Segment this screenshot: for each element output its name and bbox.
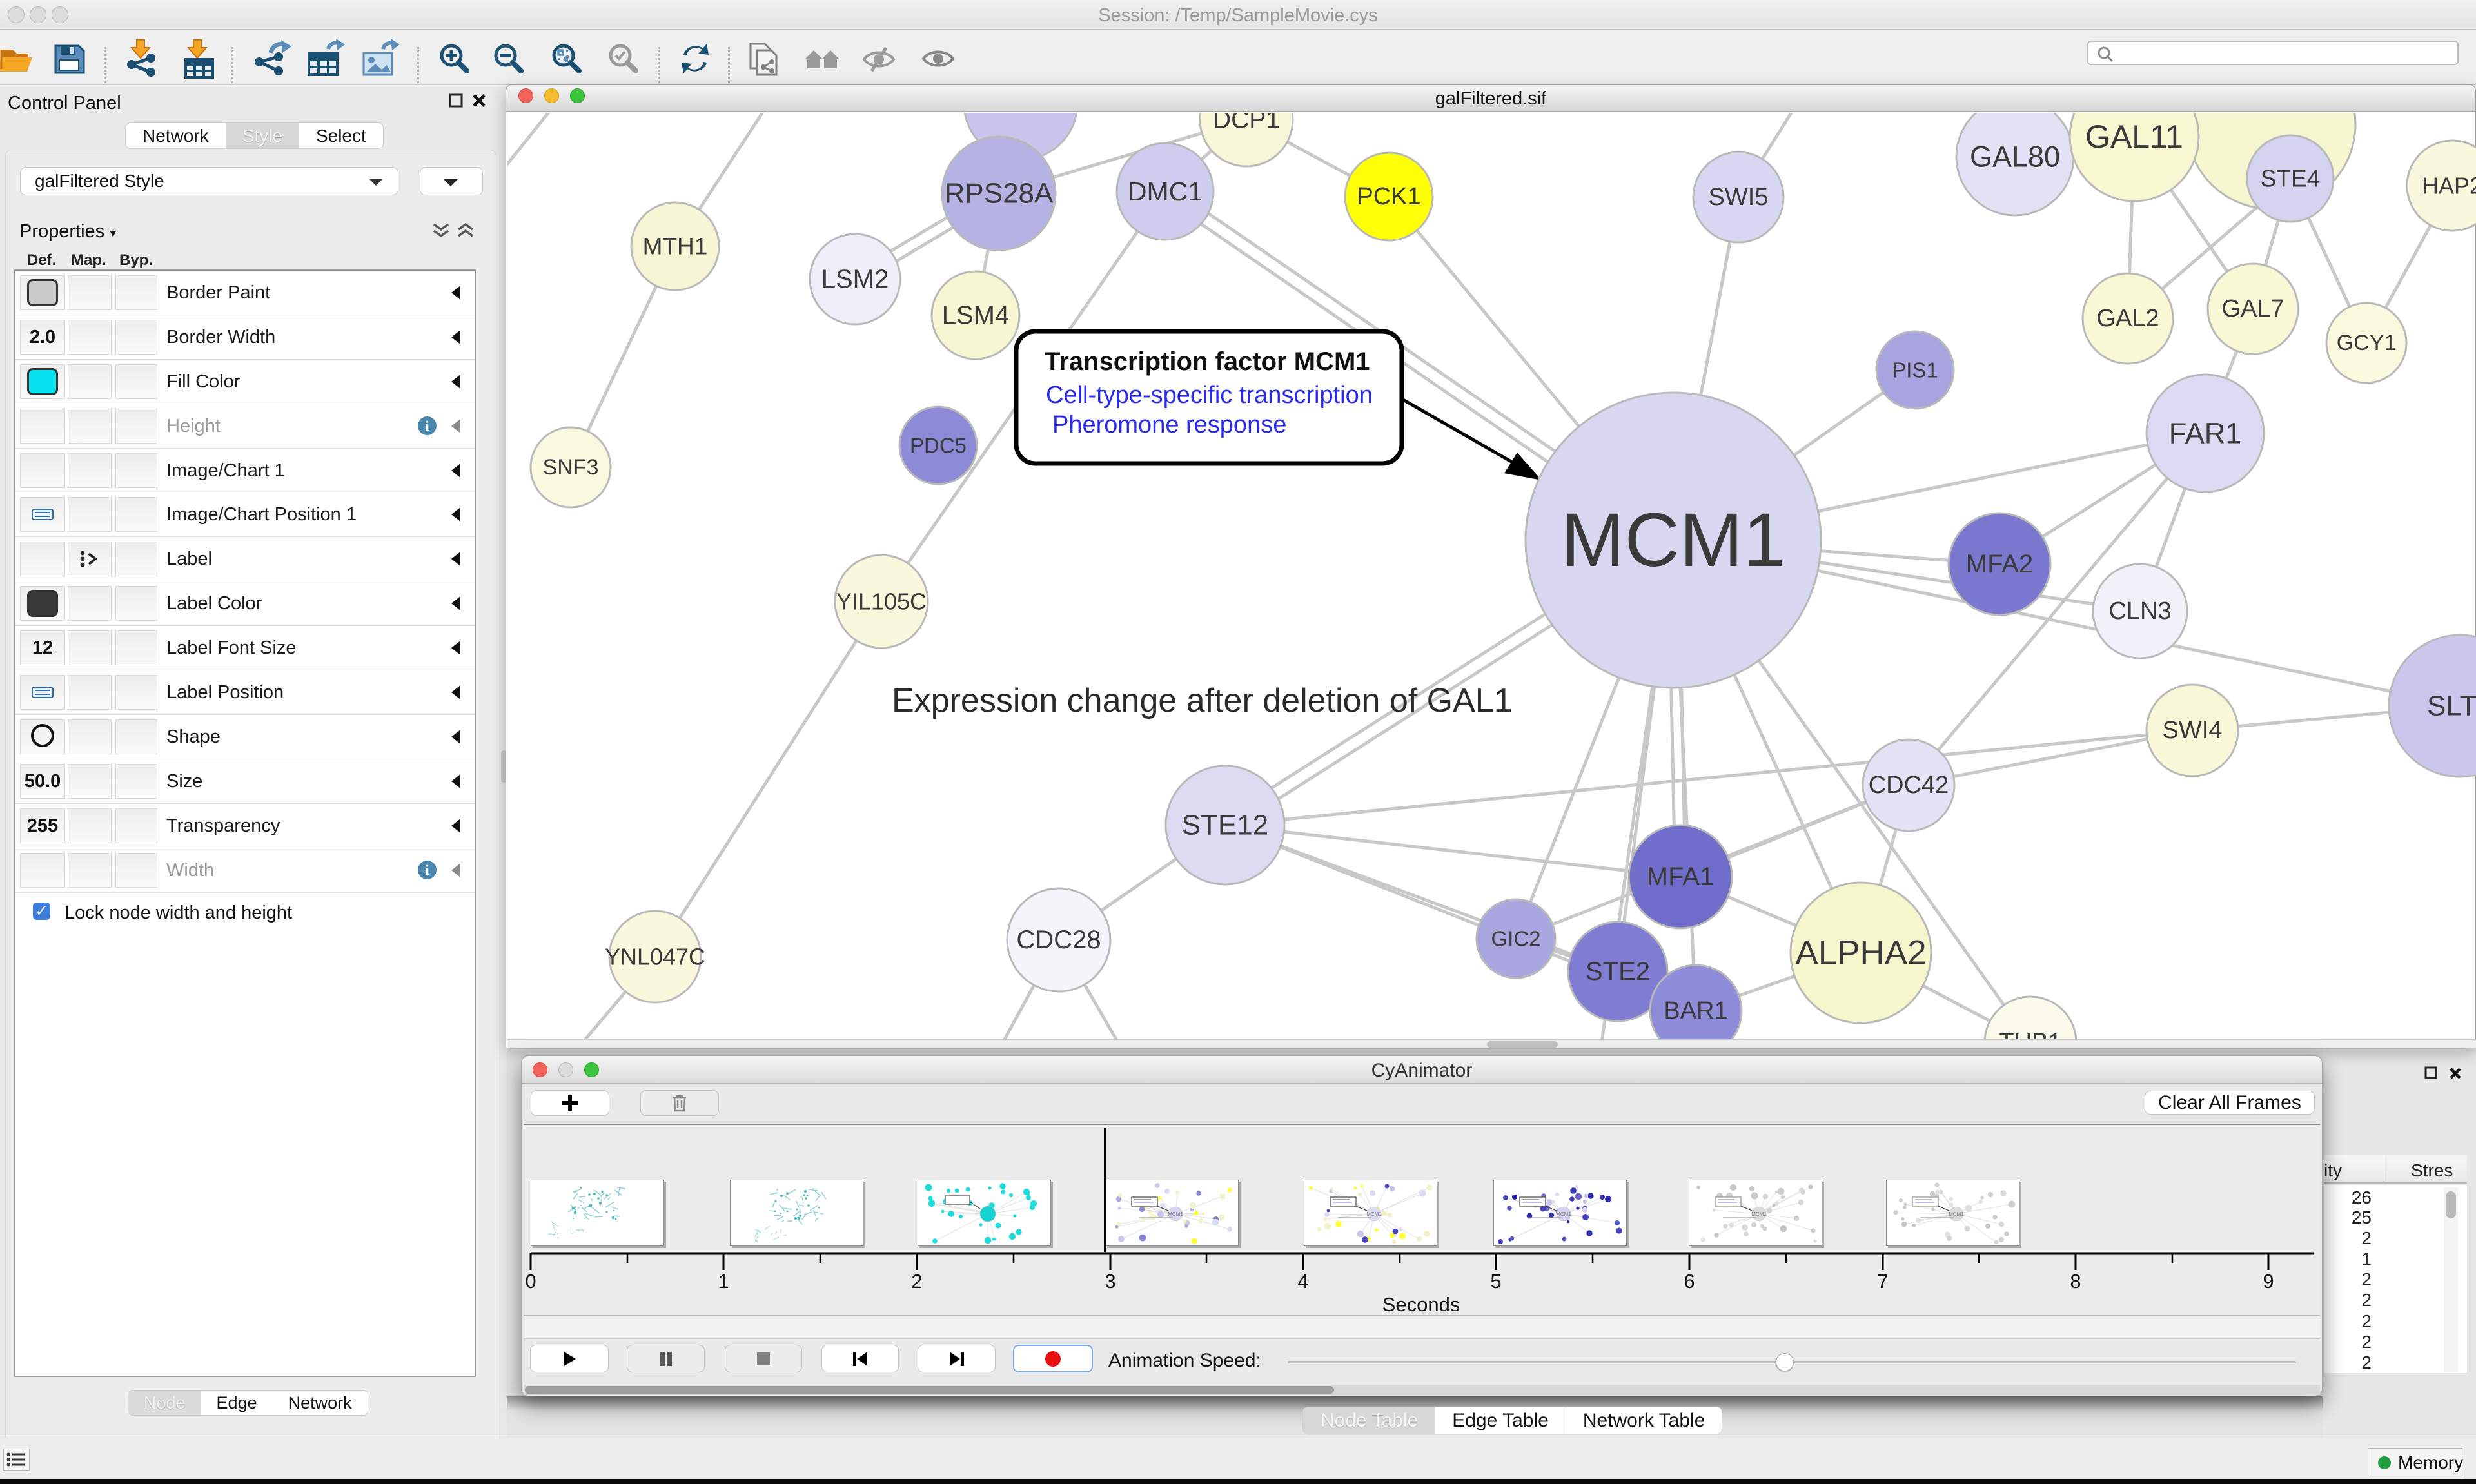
svg-text:LSM2: LSM2	[821, 265, 889, 293]
svg-text:MCM1: MCM1	[1561, 498, 1785, 583]
svg-text:Pheromone response: Pheromone response	[1052, 411, 1286, 438]
svg-text:MCM1: MCM1	[1949, 1211, 1964, 1217]
svg-text:CDC28: CDC28	[1016, 926, 1101, 954]
svg-text:0: 0	[525, 1270, 536, 1293]
svg-text:9: 9	[2263, 1270, 2274, 1293]
svg-text:DMC1: DMC1	[1128, 177, 1203, 206]
svg-text:3: 3	[1105, 1270, 1115, 1293]
svg-text:MCM1: MCM1	[1366, 1211, 1382, 1217]
svg-text:RPS28B: RPS28B	[971, 113, 1070, 117]
svg-text:STE2: STE2	[1586, 957, 1650, 986]
svg-text:SWI5: SWI5	[1709, 184, 1769, 211]
svg-text:PIS1: PIS1	[1892, 358, 1938, 382]
svg-text:LSM4: LSM4	[942, 301, 1010, 329]
svg-text:PDC5: PDC5	[910, 434, 967, 458]
svg-text:YIL105C: YIL105C	[836, 589, 927, 615]
svg-text:MTH1: MTH1	[643, 233, 708, 260]
svg-text:1: 1	[718, 1270, 729, 1293]
svg-text:7: 7	[1877, 1270, 1888, 1293]
svg-text:MCM1: MCM1	[1168, 1211, 1183, 1217]
svg-text:6: 6	[1684, 1270, 1695, 1293]
svg-text:RPS28A: RPS28A	[945, 178, 1054, 210]
svg-text:BAR1: BAR1	[1664, 997, 1727, 1024]
svg-text:Cell-type-specific transcripti: Cell-type-specific transcription	[1046, 382, 1373, 409]
svg-text:MCM1: MCM1	[1751, 1211, 1767, 1217]
svg-text:Expression change after deleti: Expression change after deletion of GAL1	[892, 682, 1513, 719]
svg-text:GAL2: GAL2	[2096, 305, 2159, 332]
svg-text:Seconds: Seconds	[1382, 1293, 1460, 1316]
svg-text:4: 4	[1297, 1270, 1308, 1293]
svg-text:SWI4: SWI4	[2163, 717, 2223, 744]
svg-text:STE4: STE4	[2261, 166, 2321, 192]
svg-text:YNL047C: YNL047C	[605, 944, 705, 970]
svg-text:SLT2: SLT2	[2427, 690, 2476, 722]
svg-text:STE12: STE12	[1182, 810, 1269, 841]
svg-text:5: 5	[1490, 1270, 1501, 1293]
svg-text:HAP2: HAP2	[2422, 173, 2476, 199]
svg-text:ALPHA2: ALPHA2	[1795, 934, 1926, 972]
svg-text:2: 2	[911, 1270, 922, 1293]
svg-text:FAR1: FAR1	[2169, 417, 2242, 450]
svg-text:MFA2: MFA2	[1966, 550, 2033, 578]
svg-text:CDC42: CDC42	[1869, 772, 1949, 799]
svg-text:GAL80: GAL80	[1970, 141, 2060, 173]
svg-text:DCP1: DCP1	[1213, 113, 1280, 134]
svg-text:CLN3: CLN3	[2108, 598, 2171, 625]
svg-text:MCM1: MCM1	[1556, 1211, 1571, 1217]
svg-text:GAL11: GAL11	[2085, 119, 2183, 155]
svg-text:GAL7: GAL7	[2221, 295, 2284, 322]
svg-text:MFA1: MFA1	[1647, 863, 1714, 891]
svg-text:GIC2: GIC2	[1491, 927, 1540, 951]
svg-text:GCY1: GCY1	[2337, 331, 2397, 355]
svg-text:SNF3: SNF3	[543, 455, 599, 480]
svg-text:Transcription factor MCM1: Transcription factor MCM1	[1045, 347, 1370, 376]
svg-text:PCK1: PCK1	[1357, 183, 1420, 210]
svg-text:8: 8	[2070, 1270, 2081, 1293]
